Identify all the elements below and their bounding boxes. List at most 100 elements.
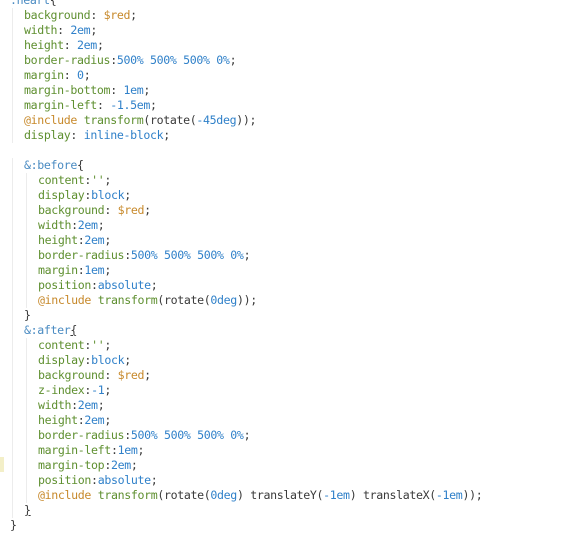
code-token: : <box>71 218 78 232</box>
code-token: : <box>90 8 104 22</box>
indent-guide <box>12 293 13 308</box>
indent-guide <box>12 38 13 53</box>
indent-guide <box>12 53 13 68</box>
code-line-content: display:block; <box>38 353 131 368</box>
code-line-content: background: $red; <box>38 368 151 383</box>
code-token: z-index <box>38 383 85 397</box>
code-token: height <box>38 233 78 247</box>
code-token: )); <box>462 488 483 502</box>
code-token: : <box>104 203 118 217</box>
indent-guide <box>12 173 13 188</box>
code-token: ; <box>144 368 151 382</box>
indent-guide <box>12 83 13 98</box>
code-token: ; <box>150 278 158 292</box>
indent-guide <box>26 188 27 203</box>
code-line-content: border-radius:500% 500% 500% 0%; <box>38 428 251 443</box>
code-line-content: z-index:-1; <box>38 383 111 398</box>
code-token: margin-top <box>38 458 105 472</box>
code-line-content: margin: 0; <box>24 68 91 83</box>
code-token: width <box>38 218 72 232</box>
code-line-content: width:2em; <box>38 398 105 413</box>
code-line-content: display: inline-block; <box>24 128 170 143</box>
indent-guide <box>12 203 13 218</box>
code-token: 2em <box>77 218 98 232</box>
indent-guide <box>12 68 13 83</box>
indent-guide <box>26 488 27 503</box>
code-token: border-radius <box>38 428 125 442</box>
code-token: '' <box>91 173 105 187</box>
indent-guide <box>12 428 13 443</box>
indent-guide <box>12 353 13 368</box>
code-token: : <box>84 338 92 352</box>
code-token: ( <box>189 113 197 127</box>
code-line-content: content:''; <box>38 338 111 353</box>
code-token: '' <box>91 338 105 352</box>
code-token: content <box>38 338 85 352</box>
code-token: @include <box>38 293 92 307</box>
code-token: inline-block <box>83 128 164 142</box>
code-token: &:after <box>24 323 71 337</box>
indent-guide <box>12 368 13 383</box>
indent-guide <box>26 368 27 383</box>
code-token: $red <box>117 203 145 217</box>
code-line-content: content:''; <box>38 173 111 188</box>
code-token: translateY <box>250 488 317 502</box>
code-line-content: margin-left: -1.5em; <box>24 98 157 113</box>
indent-guide <box>26 248 27 263</box>
indent-guide <box>26 263 27 278</box>
code-token: ; <box>149 98 157 112</box>
code-line-content: @include transform(rotate(0deg) translat… <box>38 488 483 503</box>
code-token: : <box>63 68 78 82</box>
code-line-content: background: $red; <box>38 203 151 218</box>
code-line-content: margin-top:2em; <box>38 458 138 473</box>
code-token: transform <box>97 293 158 307</box>
code-token: background <box>38 203 105 217</box>
code-token: height <box>24 38 64 52</box>
code-token: ( <box>143 113 150 127</box>
code-line-content: @include transform(rotate(-45deg)); <box>24 113 256 128</box>
code-token: : <box>104 368 118 382</box>
code-token: ; <box>104 263 111 277</box>
code-token: .heart <box>10 0 50 7</box>
code-line-content: margin:1em; <box>38 263 111 278</box>
code-token: height <box>38 413 78 427</box>
code-token: : <box>84 383 92 397</box>
code-token: $red <box>103 8 131 22</box>
indent-guide <box>26 203 27 218</box>
indent-guide <box>26 458 27 473</box>
code-token: : <box>63 38 78 52</box>
indent-guide <box>12 443 13 458</box>
code-line-content: height:2em; <box>38 233 111 248</box>
code-token: ( <box>429 488 436 502</box>
code-line-content: @include transform(rotate(0deg)); <box>38 293 257 308</box>
code-token: 500% 500% 500% 0% <box>130 248 244 262</box>
code-token <box>91 293 98 307</box>
code-token: 0 <box>77 68 84 82</box>
indent-guide <box>26 428 27 443</box>
code-token: : <box>84 188 92 202</box>
indent-guide <box>26 173 27 188</box>
indent-guide <box>12 263 13 278</box>
indent-guide <box>12 278 13 293</box>
code-token: : <box>71 398 78 412</box>
indent-guide <box>12 323 13 338</box>
indent-guide <box>26 218 27 233</box>
code-token: absolute <box>97 473 151 487</box>
code-token: } <box>10 518 17 532</box>
indent-guide <box>12 248 13 263</box>
indent-guide <box>12 128 13 143</box>
code-token: : <box>57 23 71 37</box>
indent-guide <box>26 383 27 398</box>
code-token: $red <box>117 368 145 382</box>
code-line-content: margin-bottom: 1em; <box>24 83 150 98</box>
code-line-content: width:2em; <box>38 218 105 233</box>
code-token: background <box>24 8 91 22</box>
code-line-content: } <box>10 518 17 533</box>
code-token: : <box>96 98 111 112</box>
code-token: : <box>110 83 124 97</box>
indent-guide <box>12 233 13 248</box>
code-token: rotate <box>150 113 190 127</box>
code-token: ; <box>130 8 137 22</box>
code-token: ; <box>137 443 145 457</box>
